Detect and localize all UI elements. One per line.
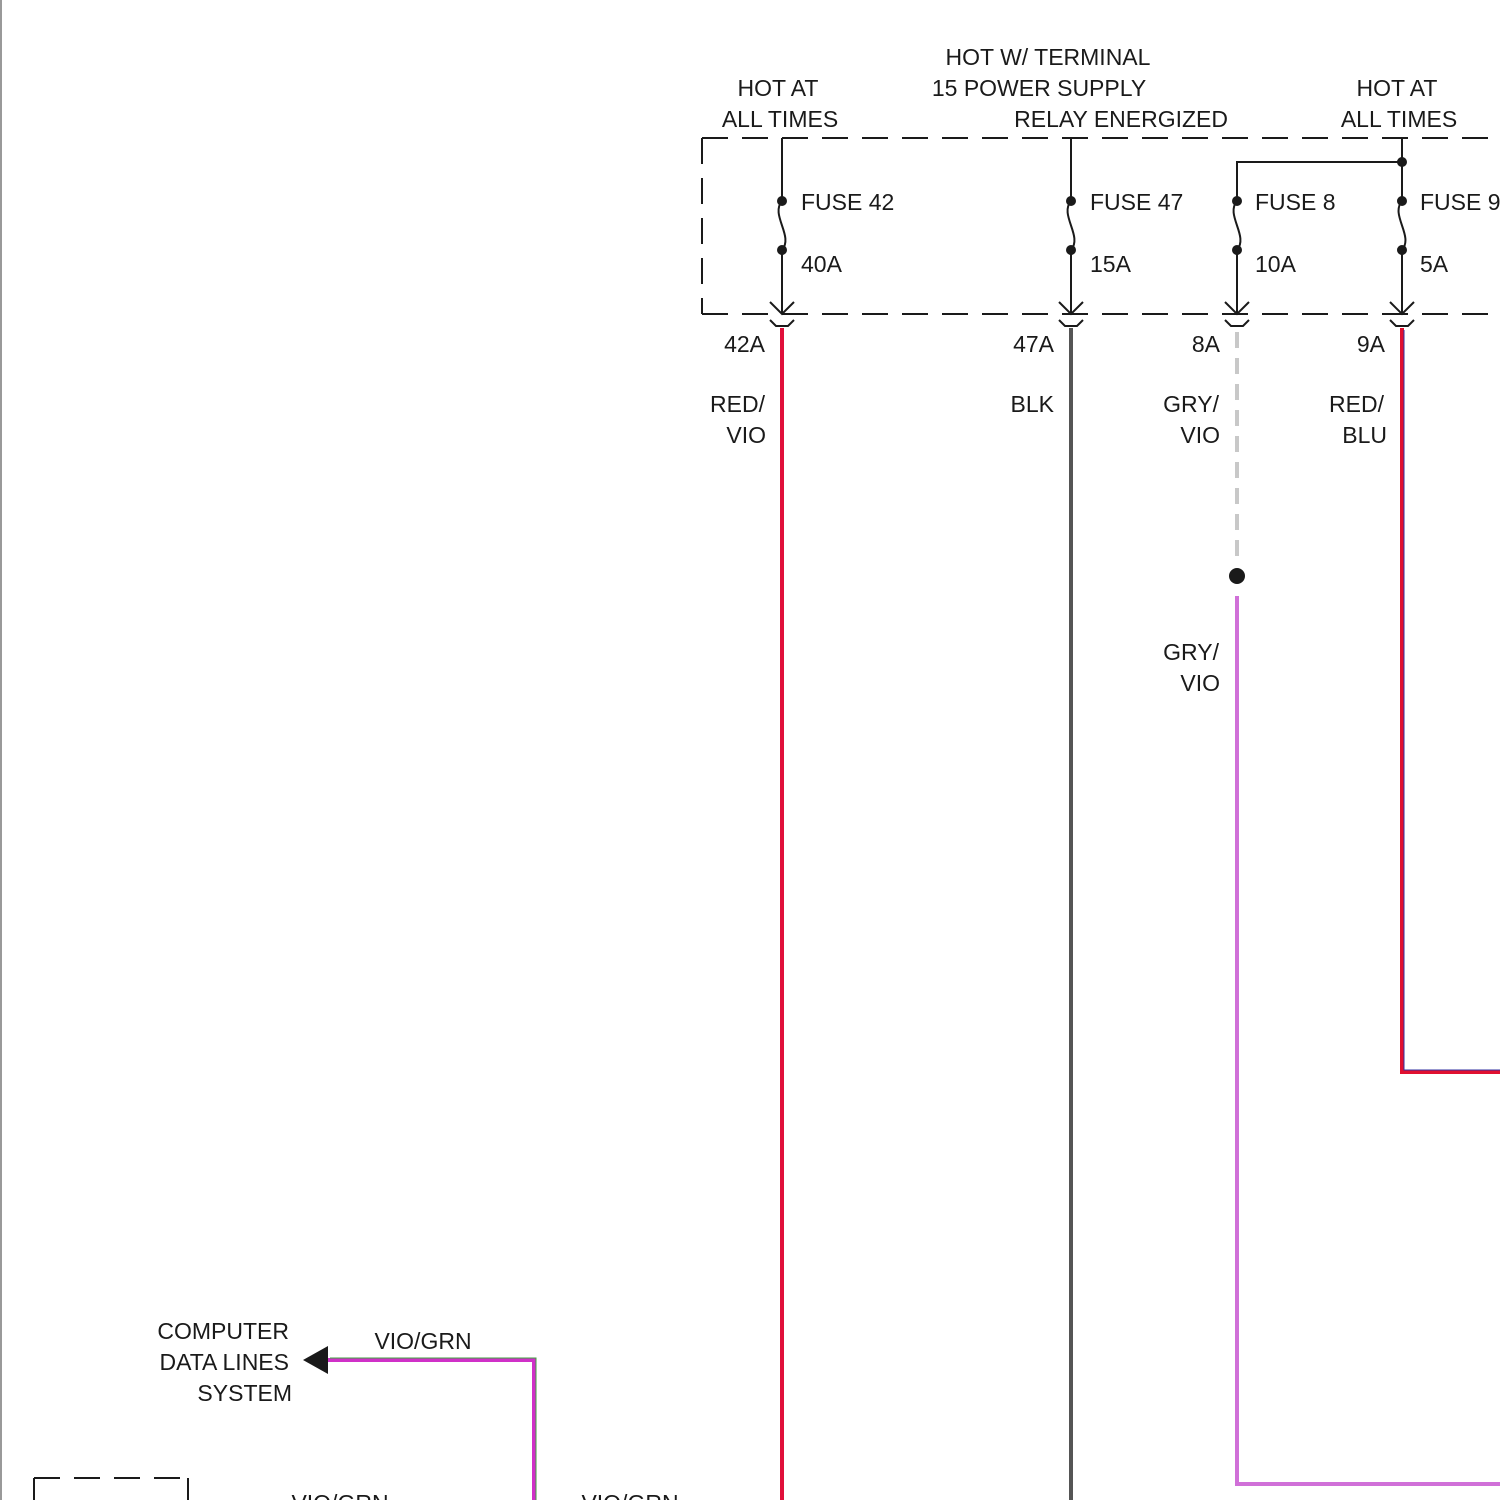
fuse-name: FUSE 8 <box>1255 189 1336 215</box>
supply-label-hot-at-all-times-left: HOT AT ALL TIMES <box>722 75 838 132</box>
fuse-name: FUSE 47 <box>1090 189 1183 215</box>
component-outline-partial <box>34 1478 188 1500</box>
fuse-rating: 5A <box>1420 251 1449 277</box>
fuse-8: FUSE 8 10A <box>1225 189 1336 326</box>
wire-8a-gry-vio <box>1237 596 1500 1484</box>
fuse-47: FUSE 47 15A <box>1059 138 1183 326</box>
wire-9a-red-blu <box>1402 328 1500 1072</box>
terminal-label-47a: 47A <box>1013 331 1055 357</box>
terminal-label-42a: 42A <box>724 331 766 357</box>
supply-label-terminal-15: HOT W/ TERMINAL 15 POWER SUPPLY RELAY EN… <box>932 44 1228 132</box>
wire-color-label-bottom: VIO/GRN <box>291 1490 388 1500</box>
wire-color-text: BLU <box>1342 422 1387 448</box>
wire-color-label-bottom: VIO/GRN <box>581 1490 678 1500</box>
supply-label-line: HOT W/ TERMINAL <box>946 44 1151 70</box>
cdl-label-line: DATA LINES <box>159 1349 289 1375</box>
wire-color-label-splice: GRY/ VIO <box>1163 639 1220 696</box>
supply-label-line: RELAY ENERGIZED <box>1014 106 1228 132</box>
terminal-label-9a: 9A <box>1357 331 1386 357</box>
fuse-42: FUSE 42 40A <box>770 138 894 326</box>
supply-label-hot-at-all-times-right: HOT AT ALL TIMES <box>1341 75 1457 132</box>
arrow-left-icon <box>303 1346 328 1374</box>
wire-color-text: BLK <box>1011 391 1055 417</box>
fuse-name: FUSE 42 <box>801 189 894 215</box>
supply-label-line: ALL TIMES <box>722 106 838 132</box>
fuse-rating: 10A <box>1255 251 1297 277</box>
wire-vio-grn-stripe <box>330 1358 536 1500</box>
fuse-box-outline <box>702 138 1500 314</box>
splice-point <box>1229 568 1245 584</box>
wire-color-text: GRY/ <box>1163 391 1219 417</box>
fuse-name: FUSE 9 <box>1420 189 1500 215</box>
wire-color-text: VIO <box>1180 422 1220 448</box>
fuse-rating: 15A <box>1090 251 1132 277</box>
wire-color-label-8a: GRY/ VIO <box>1163 391 1220 448</box>
cdl-label-line: SYSTEM <box>197 1380 292 1406</box>
fuse-9: FUSE 9 5A <box>1390 189 1500 326</box>
cdl-label-line: COMPUTER <box>157 1318 289 1344</box>
supply-label-line: ALL TIMES <box>1341 106 1457 132</box>
wire-color-text: VIO <box>726 422 766 448</box>
wire-color-text: RED/ <box>710 391 766 417</box>
wire-9a-blu-stripe <box>1404 330 1500 1070</box>
terminal-label-8a: 8A <box>1192 331 1221 357</box>
wire-color-label-42a: RED/ VIO <box>710 391 766 448</box>
wire-color-label-vio-grn: VIO/GRN <box>374 1328 471 1354</box>
wire-color-text: RED/ <box>1329 391 1385 417</box>
wire-vio-grn <box>328 1360 534 1500</box>
supply-label-line: HOT AT <box>738 75 819 101</box>
fuse-rating: 40A <box>801 251 843 277</box>
wire-color-label-9a: RED/ BLU <box>1329 391 1387 448</box>
supply-label-line: HOT AT <box>1357 75 1438 101</box>
wire-color-text: GRY/ <box>1163 639 1219 665</box>
computer-data-lines-label: COMPUTER DATA LINES SYSTEM <box>157 1318 292 1406</box>
wire-color-text: VIO <box>1180 670 1220 696</box>
supply-label-line: 15 POWER SUPPLY <box>932 75 1146 101</box>
wire-color-label-47a: BLK <box>1011 391 1055 417</box>
